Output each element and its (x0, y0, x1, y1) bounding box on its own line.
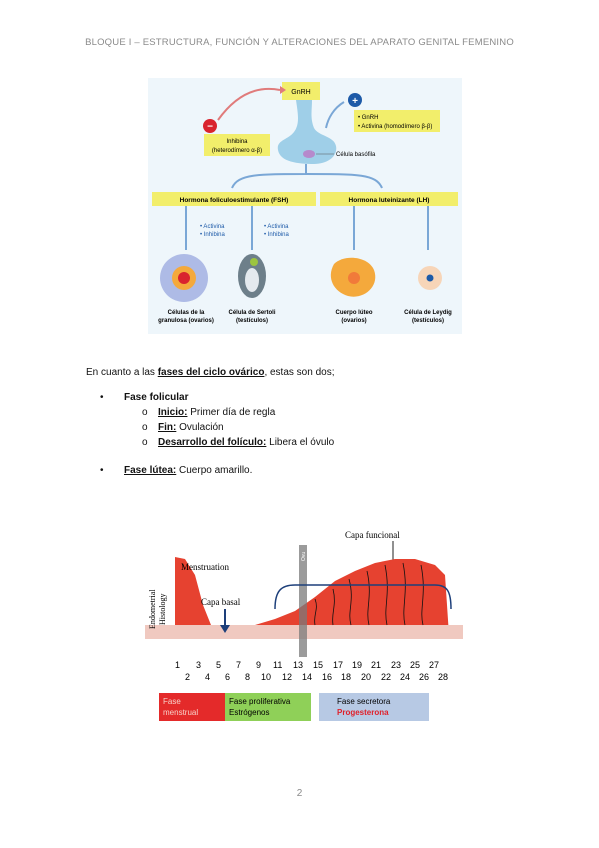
svg-text:20: 20 (361, 672, 371, 682)
menstruation-label: Menstruation (181, 562, 229, 572)
endometrium-shape (175, 557, 449, 635)
svg-text:(ovarios): (ovarios) (341, 318, 366, 324)
svg-text:11: 11 (273, 660, 282, 670)
svg-text:9: 9 (256, 660, 261, 670)
svg-text:22: 22 (381, 672, 391, 682)
svg-text:+: + (352, 96, 358, 107)
svg-text:(heterodímero α-β): (heterodímero α-β) (212, 148, 262, 154)
svg-text:• Activina (homodímero β-β): • Activina (homodímero β-β) (358, 124, 432, 130)
inhibina-box (204, 134, 270, 156)
svg-text:26: 26 (419, 672, 429, 682)
svg-text:(testículos): (testículos) (236, 318, 268, 324)
ovulation-bar (299, 545, 307, 657)
svg-text:Hormona luteinizante (LH): Hormona luteinizante (LH) (349, 197, 430, 204)
svg-text:Histology: Histology (158, 593, 167, 625)
svg-text:6: 6 (225, 672, 230, 682)
svg-text:3: 3 (196, 660, 201, 670)
capa-funcional-label: Capa funcional (345, 530, 400, 540)
svg-text:−: − (207, 122, 213, 133)
svg-text:• GnRH: • GnRH (358, 115, 378, 121)
svg-text:Endometrial: Endometrial (148, 589, 157, 629)
fase-menstrual-box (159, 693, 225, 721)
functional-layer-bracket (274, 584, 452, 610)
svg-text:24: 24 (400, 672, 410, 682)
svg-text:Ovu: Ovu (301, 552, 307, 561)
basophil-label: Célula basófila (336, 152, 376, 158)
inhibition-arrow (217, 87, 281, 121)
svg-text:7: 7 (236, 660, 241, 670)
svg-text:Fase secretora: Fase secretora (337, 697, 391, 706)
svg-text:• Activina: • Activina (200, 224, 225, 230)
list-item-lutea: •Fase lútea: Cuerpo amarillo. (100, 465, 253, 476)
svg-text:(testículos): (testículos) (412, 318, 444, 324)
svg-text:Células de la: Células de la (168, 310, 205, 316)
svg-text:menstrual: menstrual (163, 708, 198, 717)
day-axis: 1 3 5 7 9 11 13 15 17 19 21 23 25 27 2 4… (175, 660, 448, 682)
fase-secretora-box (319, 693, 429, 721)
svg-text:23: 23 (391, 660, 401, 670)
svg-text:21: 21 (371, 660, 381, 670)
svg-text:27: 27 (429, 660, 439, 670)
svg-text:4: 4 (205, 672, 210, 682)
hormone-regulation-diagram: GnRH − Inhibina (heterodímero α-β) + • G… (148, 78, 462, 334)
basophil-cell-icon (303, 150, 315, 158)
svg-text:granulosa (ovarios): granulosa (ovarios) (158, 318, 214, 324)
capa-basal-arrow (220, 625, 230, 633)
endometrial-cycle-diagram: Capa funcional Ovu Menstruation Capa bas… (145, 530, 463, 721)
gnrh-label-box (282, 82, 320, 100)
fsh-box (152, 192, 316, 206)
svg-text:13: 13 (293, 660, 303, 670)
page-number: 2 (296, 788, 303, 799)
svg-text:5: 5 (216, 660, 221, 670)
svg-text:• Activina: • Activina (264, 224, 289, 230)
plus-icon (348, 93, 362, 107)
svg-text:• Inhibina: • Inhibina (200, 232, 225, 238)
svg-text:14: 14 (302, 672, 312, 682)
svg-text:18: 18 (341, 672, 351, 682)
gnrh-label: GnRH (291, 89, 310, 96)
svg-text:2: 2 (185, 672, 190, 682)
pituitary-shape (277, 100, 337, 164)
capa-basal-label: Capa basal (201, 597, 241, 607)
svg-text:Cuerpo lúteo: Cuerpo lúteo (336, 310, 373, 316)
svg-text:12: 12 (282, 672, 292, 682)
lh-box (320, 192, 458, 206)
fase-proliferativa-box (225, 693, 311, 721)
activators-box (354, 110, 440, 132)
svg-text:25: 25 (410, 660, 420, 670)
svg-text:• Inhibina: • Inhibina (264, 232, 289, 238)
page-header: BLOQUE I – ESTRUCTURA, FUNCIÓN Y ALTERAC… (85, 37, 514, 48)
minus-icon (203, 119, 217, 133)
svg-text:Hormona foliculoestimulante (F: Hormona foliculoestimulante (FSH) (180, 197, 289, 204)
svg-text:Fase proliferativa: Fase proliferativa (229, 697, 291, 706)
svg-text:15: 15 (313, 660, 323, 670)
svg-text:Progesterona: Progesterona (337, 708, 389, 717)
svg-text:19: 19 (352, 660, 362, 670)
intro-paragraph: En cuanto a las fases del ciclo ovárico,… (86, 367, 335, 378)
svg-text:10: 10 (261, 672, 271, 682)
svg-text:Célula de Sertoli: Célula de Sertoli (228, 310, 275, 316)
svg-text:Célula de Leydig: Célula de Leydig (404, 310, 452, 316)
list-item-folicular: •Fase folicular (100, 392, 189, 403)
svg-text:1: 1 (175, 660, 180, 670)
svg-text:Inhibina: Inhibina (226, 139, 248, 145)
svg-text:16: 16 (322, 672, 332, 682)
svg-text:28: 28 (438, 672, 448, 682)
svg-text:Estrógenos: Estrógenos (229, 708, 269, 717)
svg-text:Fase: Fase (163, 697, 181, 706)
svg-text:17: 17 (333, 660, 343, 670)
svg-text:8: 8 (245, 672, 250, 682)
